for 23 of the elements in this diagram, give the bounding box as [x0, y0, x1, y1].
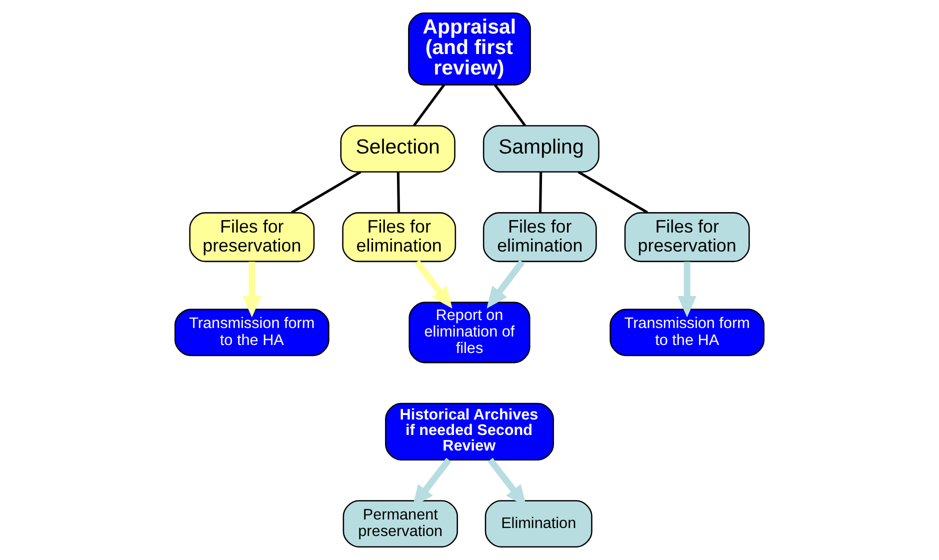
node-box: Sampling — [482, 125, 600, 172]
connector — [290, 170, 362, 214]
node-box: Files for preservation — [189, 212, 315, 262]
arrow — [678, 262, 696, 318]
connector — [396, 172, 400, 212]
node-box: Report on elimination of files — [408, 302, 530, 364]
node-box: Historical Archives if needed Second Review — [385, 402, 554, 460]
connector — [538, 172, 542, 212]
node-box: Selection — [340, 125, 456, 172]
connector — [413, 84, 446, 126]
connector — [494, 84, 526, 126]
node-box: Permanent preservation — [342, 500, 458, 548]
node-box: Files for elimination — [342, 212, 456, 262]
node-box: Files for preservation — [624, 212, 750, 262]
node-box: Transmission form to the HA — [610, 308, 765, 356]
arrow — [242, 262, 262, 318]
arrow — [414, 260, 452, 308]
node-box: Transmission form to the HA — [174, 308, 330, 356]
connector — [578, 170, 648, 214]
arrow — [486, 260, 525, 308]
node-box: Files for elimination — [482, 212, 597, 262]
node-box: Appraisal (and first review) — [408, 12, 531, 86]
node-box: Elimination — [484, 500, 592, 548]
